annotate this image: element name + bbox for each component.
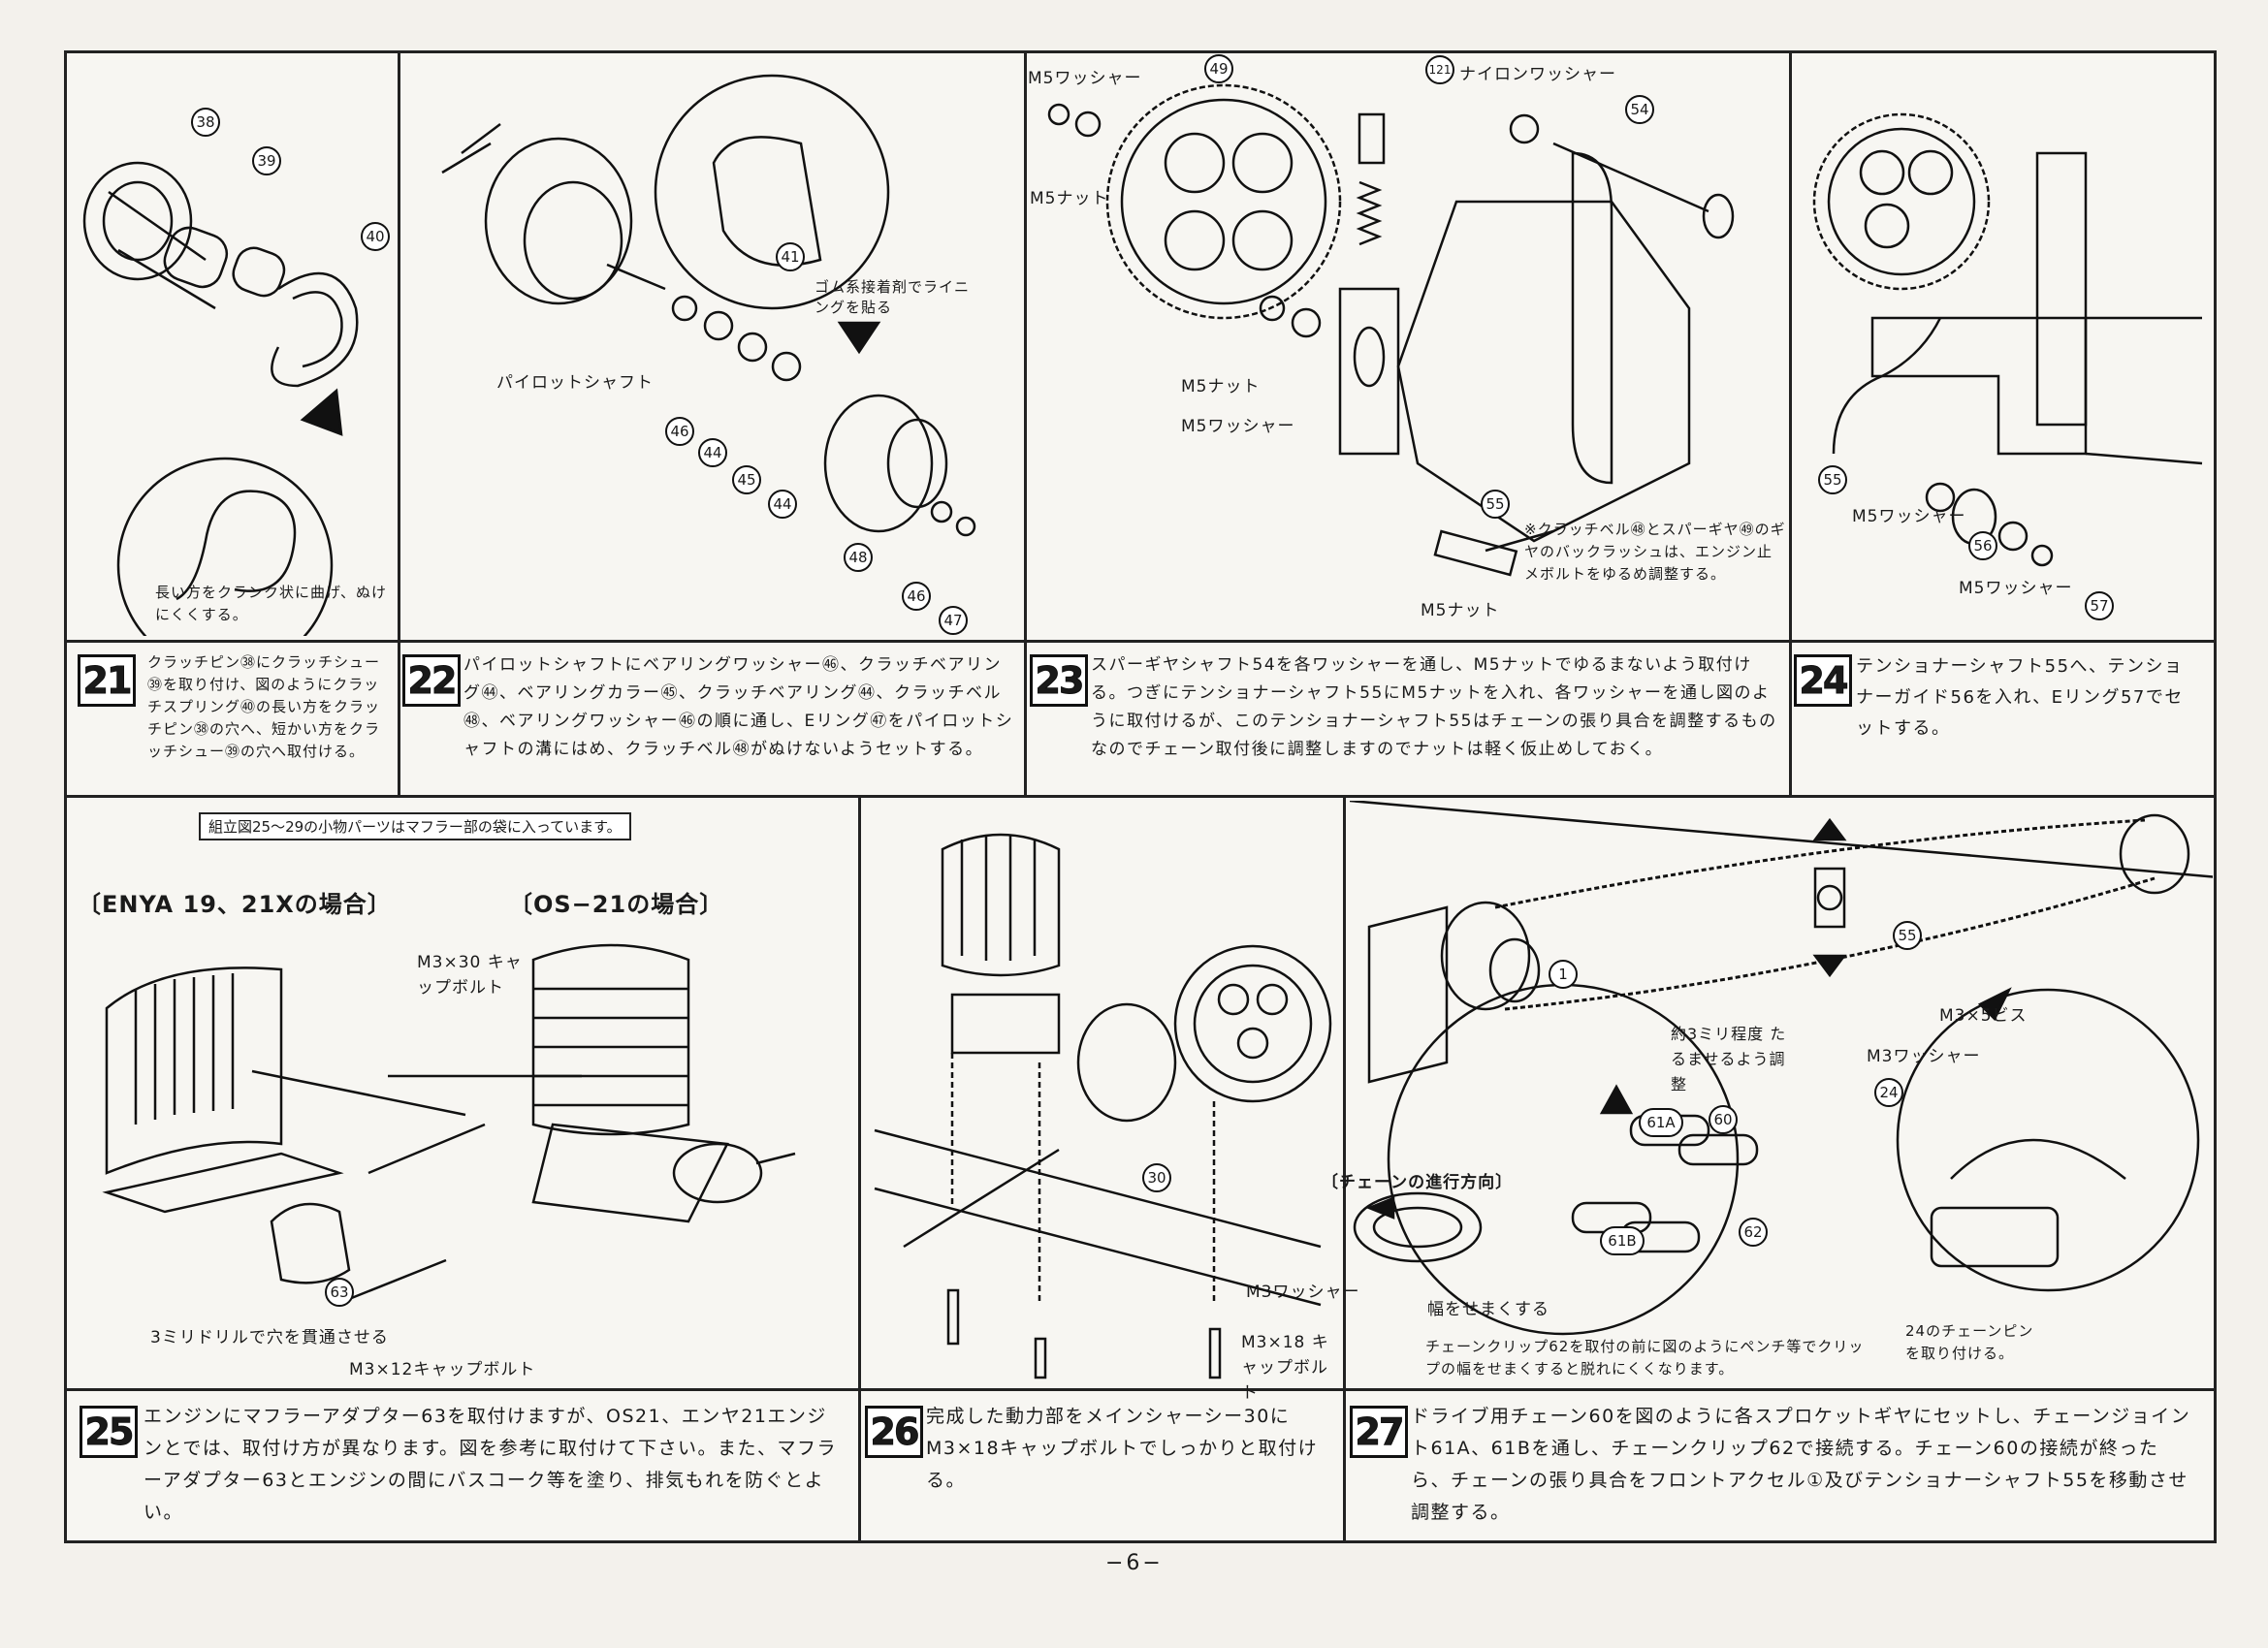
step-21-text: クラッチピン㊳にクラッチシュー㊴を取り付け、図のようにクラッチスプリング㊵の長い… (147, 653, 381, 760)
p25-m3x30-label: M3×30 キャップボルト (417, 953, 523, 998)
p24-m5-washer-right: M5ワッシャー (1959, 579, 2073, 598)
p27-direction-label: 〔チェーンの進行方向〕 (1322, 1173, 1514, 1192)
callout-46b: 46 (902, 582, 931, 611)
p22-pilot-label: パイロットシャフト (496, 373, 654, 393)
callout-55a: 55 (1481, 490, 1510, 519)
callout-48: 48 (844, 543, 873, 572)
p26-washer-label: M3ワッシャー (1246, 1283, 1360, 1302)
p25-m3x12-label: M3×12キャップボルト (349, 1360, 536, 1379)
callout-38: 38 (191, 108, 220, 137)
figure-21-clutch (70, 56, 395, 636)
figure-22-clutch-bell (403, 56, 1020, 636)
col-26-27 (1343, 795, 1346, 1543)
step-26-badge: 26 (865, 1406, 923, 1458)
step-25-badge: 25 (80, 1406, 138, 1458)
step-25-text: エンジンにマフラーアダプター63を取付けますが、OS21、エンヤ21エンジンとで… (144, 1406, 838, 1523)
middle-divider (64, 795, 2217, 798)
p23-m5-nut-mid: M5ナット (1181, 377, 1261, 396)
callout-55c: 55 (1893, 921, 1922, 950)
callout-60: 60 (1709, 1105, 1738, 1134)
figure-23-spur-gear (1030, 56, 1786, 636)
callout-121: 121 (1425, 55, 1454, 84)
enya-heading: 〔ENYA 19、21Xの場合〕 (78, 891, 392, 918)
callout-41: 41 (776, 242, 805, 271)
p23-m5-nut-bottom: M5ナット (1421, 601, 1500, 620)
figure-25-muffler-adapter (78, 931, 853, 1338)
step-24-badge: 24 (1794, 654, 1852, 707)
p27-m3washer-label: M3ワッシャー (1867, 1047, 1981, 1066)
callout-61a: 61A (1639, 1108, 1683, 1137)
callout-46a: 46 (665, 417, 694, 446)
os-heading: 〔OS−21の場合〕 (509, 891, 724, 918)
callout-56: 56 (1968, 531, 1997, 560)
figure-24-tensioner (1795, 56, 2212, 636)
callout-47: 47 (939, 606, 968, 635)
p26-m3x18-label: M3×18 キャップボルト (1241, 1333, 1329, 1403)
p23-m5-washer-top: M5ワッシャー (1028, 69, 1142, 88)
step-23-text: スパーギヤシャフト54を各ワッシャーを通し、M5ナットでゆるまないよう取付ける。… (1091, 655, 1777, 759)
step-27-badge: 27 (1350, 1406, 1408, 1458)
callout-57: 57 (2085, 591, 2114, 620)
step-26-text: 完成した動力部をメインシャーシー30にM3×18キャップボルトでしっかりと取付け… (926, 1406, 1319, 1491)
callout-39: 39 (252, 146, 281, 175)
step-27-text: ドライブ用チェーン60を図のように各スプロケットギヤにセットし、チェーンジョイン… (1411, 1406, 2191, 1523)
p23-nylon-washer: ナイロンワッシャー (1459, 65, 1616, 84)
callout-1: 1 (1549, 960, 1578, 989)
p27-pin-label: 24のチェーンピンを取り付ける。 (1905, 1322, 2034, 1362)
col-22-23 (1024, 50, 1027, 795)
callout-63: 63 (325, 1278, 354, 1307)
p25-drill-label: 3ミリドリルで穴を貫通させる (150, 1328, 389, 1347)
p27-m3x5-label: M3×5ビス (1939, 1006, 2028, 1026)
callout-54: 54 (1625, 95, 1654, 124)
page-number: −6− (1105, 1551, 1164, 1575)
callout-45: 45 (732, 465, 761, 494)
callout-62: 62 (1739, 1218, 1768, 1247)
col-25-26 (858, 795, 861, 1543)
callout-55b: 55 (1818, 465, 1847, 494)
callout-44b: 44 (768, 490, 797, 519)
p22-glue-label: ゴム系接着剤でライニングを貼る (815, 278, 971, 316)
p27-clip-note: チェーンクリップ62を取付の前に図のようにペンチ等でクリップの幅をせまくすると脱… (1425, 1338, 1865, 1378)
p27-narrow-label: 幅をせまくする (1427, 1300, 1549, 1319)
col-21-22 (398, 50, 400, 795)
p21-note: 長い方をクランク状に曲げ、ぬけにくくする。 (155, 584, 387, 623)
step-23-badge: 23 (1030, 654, 1088, 707)
p23-m5-washer-mid: M5ワッシャー (1181, 417, 1295, 436)
callout-61b: 61B (1600, 1226, 1645, 1255)
p23-backlash-note: ※クラッチベル㊽とスパーギヤ㊾のギヤのバックラッシュは、エンジン止メボルトをゆる… (1524, 521, 1786, 583)
step-22-text: パイロットシャフトにベアリングワッシャー㊻、クラッチベアリング㊹、ベアリングカラ… (463, 655, 1014, 759)
p23-m5-nut-top: M5ナット (1030, 189, 1109, 208)
step-24-text: テンショナーシャフト55へ、テンショナーガイド56を入れ、Eリング57でセットす… (1856, 656, 2184, 739)
row2-divider (64, 1388, 2217, 1391)
callout-49: 49 (1204, 54, 1233, 83)
col-23-24 (1789, 50, 1792, 795)
parts-notice: 組立図25〜29の小物パーツはマフラー部の袋に入っています。 (199, 812, 631, 840)
p27-slack-label: 約3ミリ程度 たるませるよう調整 (1671, 1025, 1787, 1093)
row1-divider (64, 640, 2217, 643)
callout-30: 30 (1142, 1163, 1171, 1192)
step-21-badge: 21 (78, 654, 136, 707)
callout-24: 24 (1874, 1078, 1903, 1107)
p24-m5-washer-left: M5ワッシャー (1852, 507, 1966, 526)
callout-40: 40 (361, 222, 390, 251)
figure-26-chassis-mount (865, 801, 1340, 1382)
callout-44a: 44 (698, 438, 727, 467)
step-22-badge: 22 (402, 654, 461, 707)
